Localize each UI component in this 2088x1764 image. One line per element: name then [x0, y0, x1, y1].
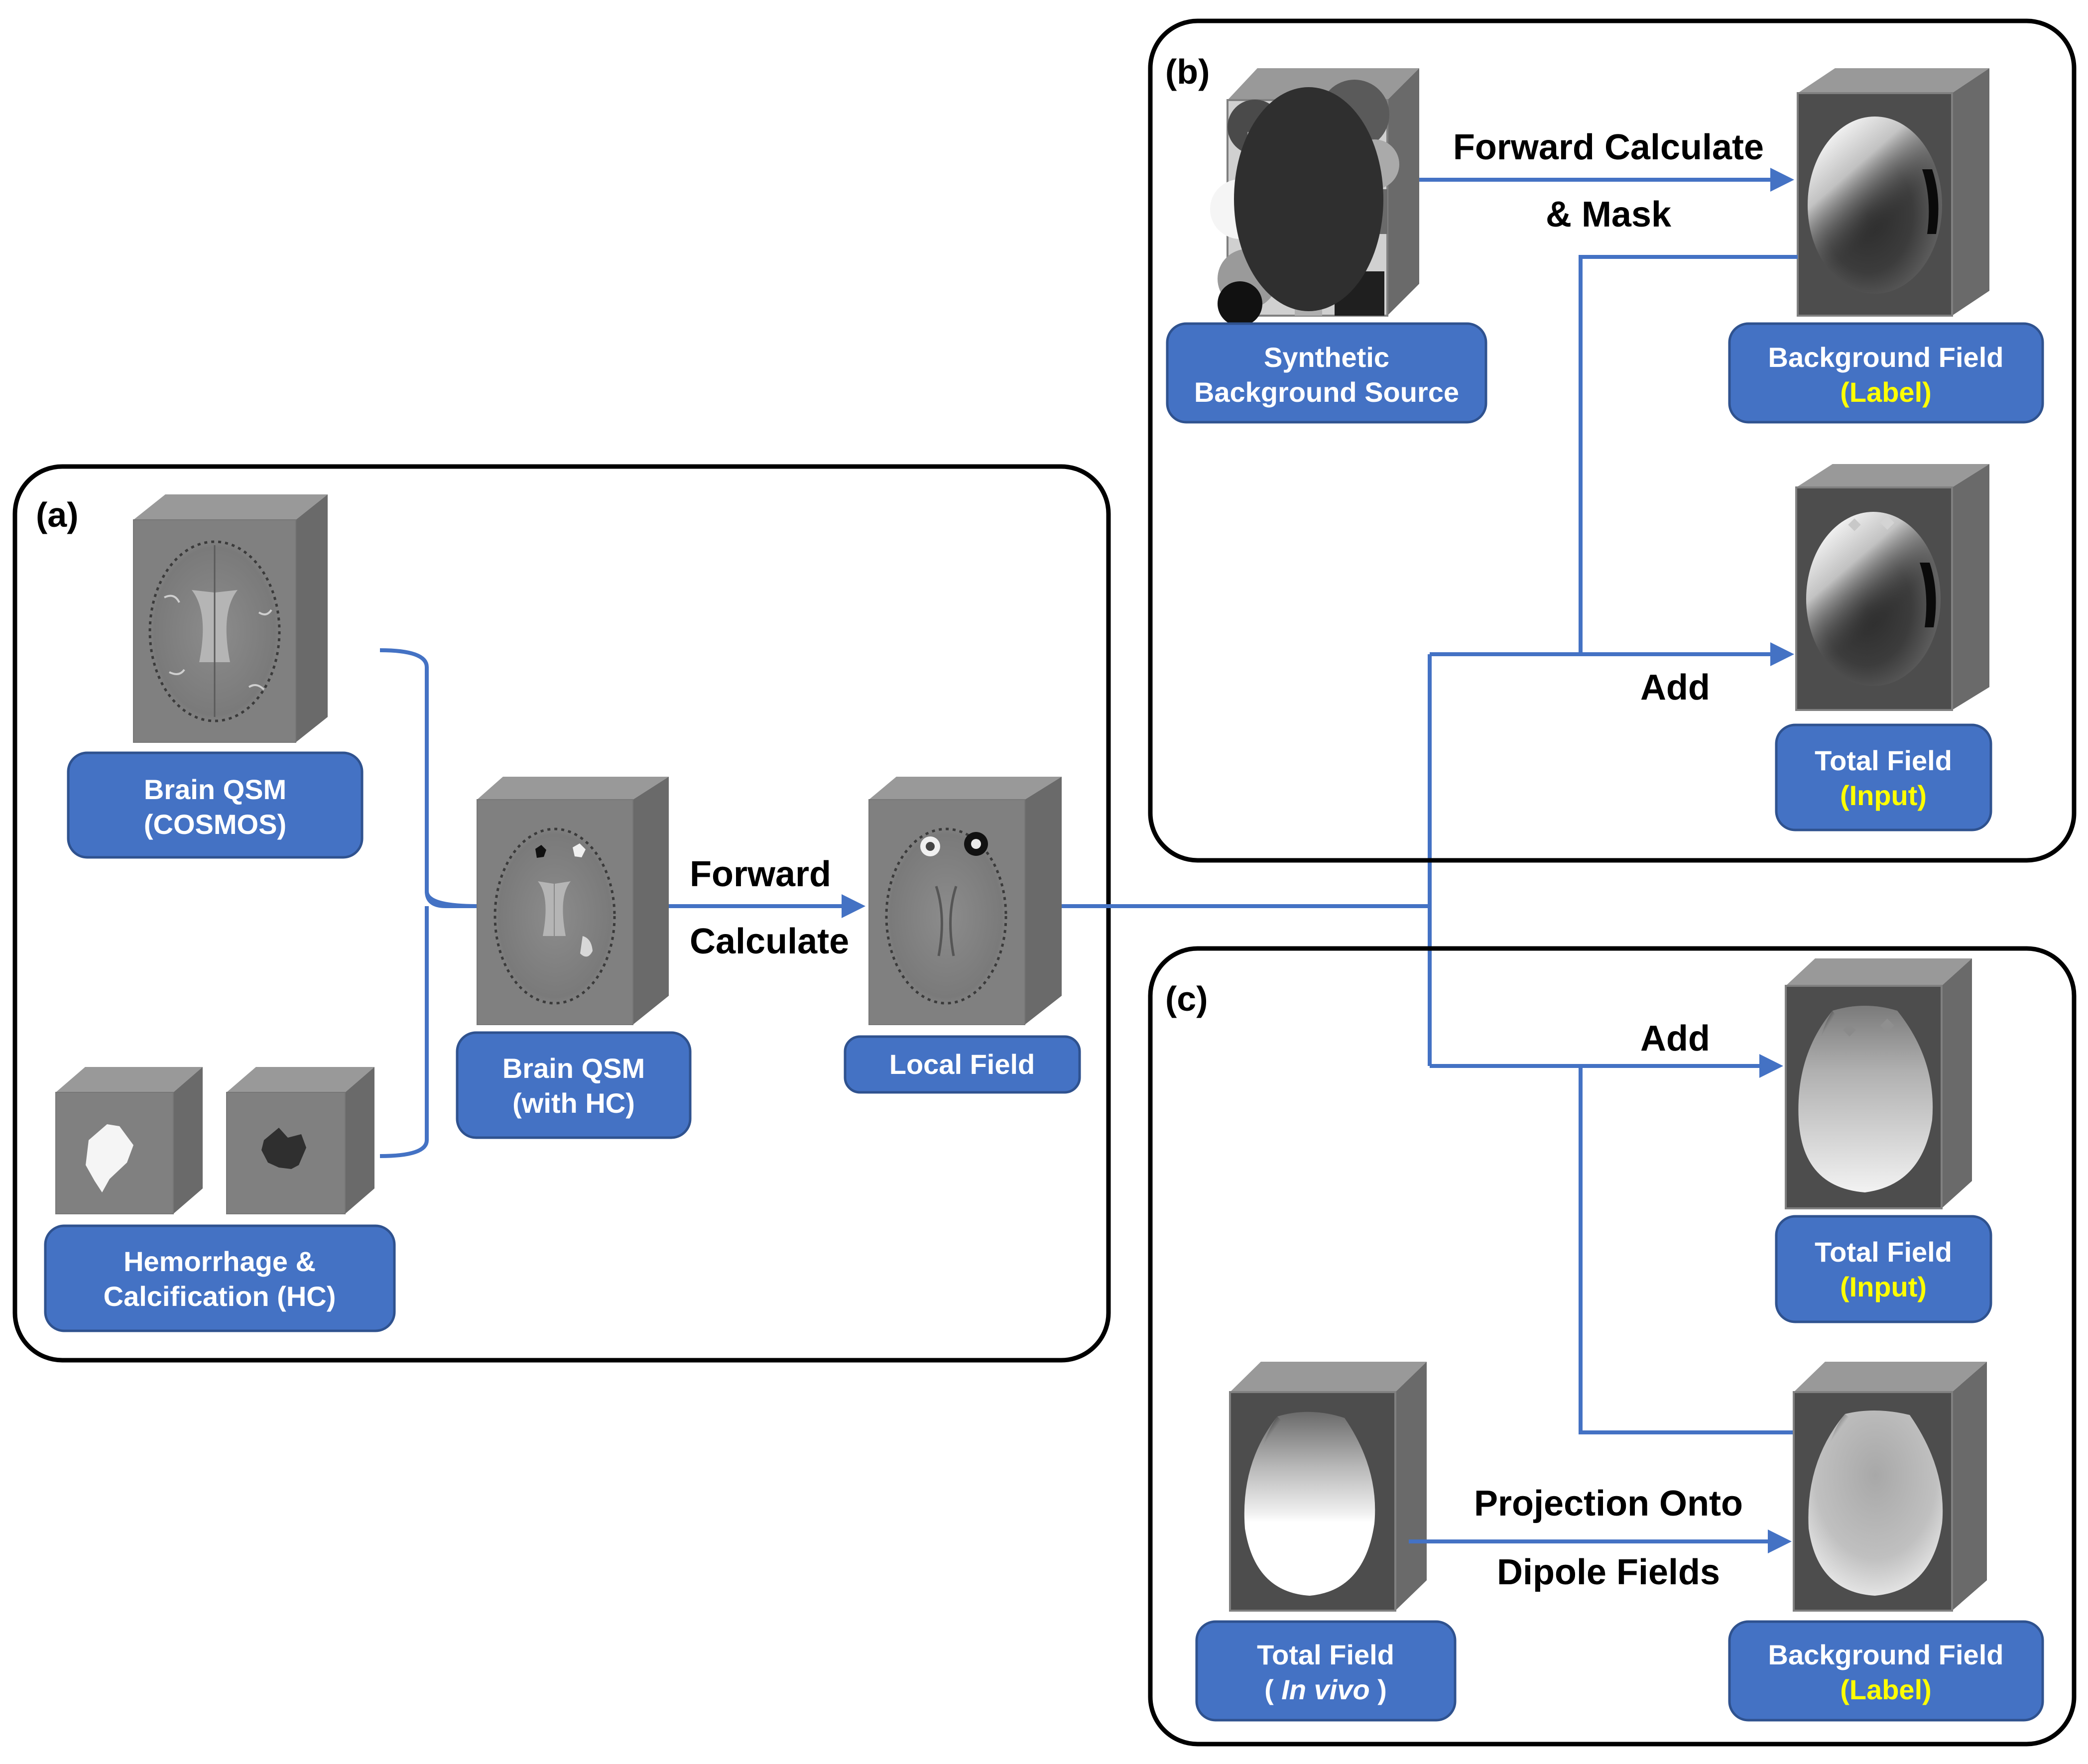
panel-b-tag: (b): [1165, 52, 1210, 91]
svg-text:Hemorrhage &: Hemorrhage &: [123, 1246, 316, 1277]
svg-text:Brain QSM: Brain QSM: [144, 774, 286, 805]
synthetic-background-source-slice: [1210, 80, 1399, 326]
cube-local-field: [868, 777, 1062, 1025]
calcification-source-blob: [261, 1128, 306, 1169]
background-field-to-add-connector-c: [1579, 1066, 1794, 1434]
svg-text:( In vivo ): ( In vivo ): [1264, 1674, 1387, 1705]
forward-calculate-text-1: Forward: [690, 854, 831, 894]
svg-text:(Input): (Input): [1840, 780, 1927, 811]
panel-c-frame: [1148, 946, 2077, 1747]
panel-b-frame: [1148, 18, 2077, 863]
in-vivo-total-field-slice: [1244, 1411, 1375, 1596]
cube-brain-qsm-with-hc: [477, 777, 669, 1025]
label-synthetic-background-source: Synthetic Background Source: [1166, 322, 1487, 424]
svg-text:Background Source: Background Source: [1194, 376, 1459, 408]
cube-brain-qsm-cosmos: [133, 494, 328, 743]
background-field-to-add-connector-b: [1579, 255, 1798, 654]
brain-qsm-cosmos-slice: [148, 540, 281, 722]
svg-text:(Label): (Label): [1840, 1674, 1932, 1705]
cube-total-field-input-c: [1785, 958, 1972, 1209]
forward-calculate-mask-text-2: & Mask: [1546, 195, 1672, 235]
svg-text:Total Field: Total Field: [1257, 1639, 1394, 1670]
svg-text:Brain QSM: Brain QSM: [502, 1053, 645, 1084]
label-total-field-in-vivo: Total Field ( In vivo ): [1195, 1620, 1457, 1722]
brain-qsm-with-hc-slice: [493, 827, 616, 1005]
svg-text:Total Field: Total Field: [1815, 1236, 1952, 1268]
panel-a-frame: [12, 464, 1111, 1363]
total-field-slice-c: [1798, 1006, 1933, 1192]
background-field-slice: [1808, 117, 1942, 294]
svg-text:(Input): (Input): [1840, 1271, 1927, 1302]
cube-background-field-label-b: [1797, 68, 1989, 317]
label-total-field-input-c: Total Field (Input): [1775, 1215, 1992, 1323]
hemorrhage-source-blob: [86, 1124, 133, 1192]
svg-text:Background Field: Background Field: [1768, 1639, 2004, 1670]
panel-c-tag: (c): [1165, 979, 1208, 1018]
svg-text:Local Field: Local Field: [889, 1049, 1035, 1080]
forward-calculate-text-2: Calculate: [690, 922, 849, 961]
add-text-c: Add: [1640, 1019, 1710, 1058]
projection-text-2: Dipole Fields: [1497, 1552, 1720, 1592]
svg-text:Calcification (HC): Calcification (HC): [104, 1281, 336, 1312]
forward-calculate-mask-text-1: Forward Calculate: [1453, 127, 1764, 167]
svg-text:Total Field: Total Field: [1815, 745, 1952, 776]
cube-calcification: [226, 1067, 374, 1214]
label-background-field-c: Background Field (Label): [1728, 1620, 2044, 1722]
cube-total-field-in-vivo: [1229, 1362, 1427, 1612]
cube-hemorrhage: [55, 1067, 203, 1214]
label-brain-qsm-with-hc: Brain QSM (with HC): [456, 1031, 692, 1139]
projected-background-field-slice: [1808, 1410, 1943, 1596]
cube-background-field-label-c: [1793, 1362, 1987, 1612]
projection-text-1: Projection Onto: [1474, 1484, 1743, 1524]
label-background-field-b: Background Field (Label): [1728, 322, 2044, 424]
label-total-field-input-b: Total Field (Input): [1775, 723, 1992, 831]
cube-synthetic-background-source: [1210, 68, 1419, 326]
svg-text:(COSMOS): (COSMOS): [144, 809, 286, 840]
add-text-b: Add: [1640, 668, 1710, 707]
svg-text:Synthetic: Synthetic: [1264, 342, 1389, 373]
label-brain-qsm-cosmos: Brain QSM (COSMOS): [67, 751, 364, 859]
cube-total-field-input-b: [1795, 464, 1989, 711]
svg-text:(Label): (Label): [1840, 376, 1932, 408]
label-hemorrhage-calcification: Hemorrhage & Calcification (HC): [44, 1224, 396, 1332]
label-local-field: Local Field: [844, 1035, 1081, 1094]
total-field-slice-b: [1806, 512, 1941, 686]
local-field-slice: [885, 827, 1007, 1005]
panel-a-tag: (a): [36, 495, 79, 534]
svg-text:Background Field: Background Field: [1768, 342, 2004, 373]
svg-text:(with HC): (with HC): [512, 1087, 635, 1119]
